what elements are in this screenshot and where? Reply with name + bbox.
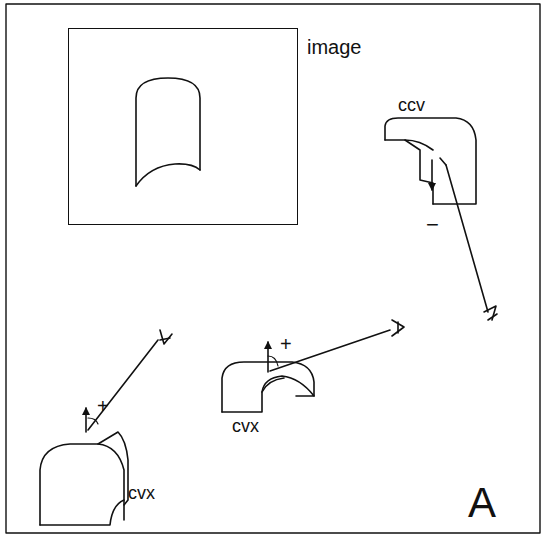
inset-image-box: image [68,28,298,225]
surface-type-label: cvx [128,484,155,502]
curvature-sign: + [280,334,292,354]
panel-letter: A [468,482,496,524]
surface-type-label: ccv [398,96,425,114]
curvature-sign: + [97,396,109,416]
curvature-sign: − [426,214,439,236]
surface-type-label: cvx [232,417,259,435]
box-heading: image [307,37,361,57]
